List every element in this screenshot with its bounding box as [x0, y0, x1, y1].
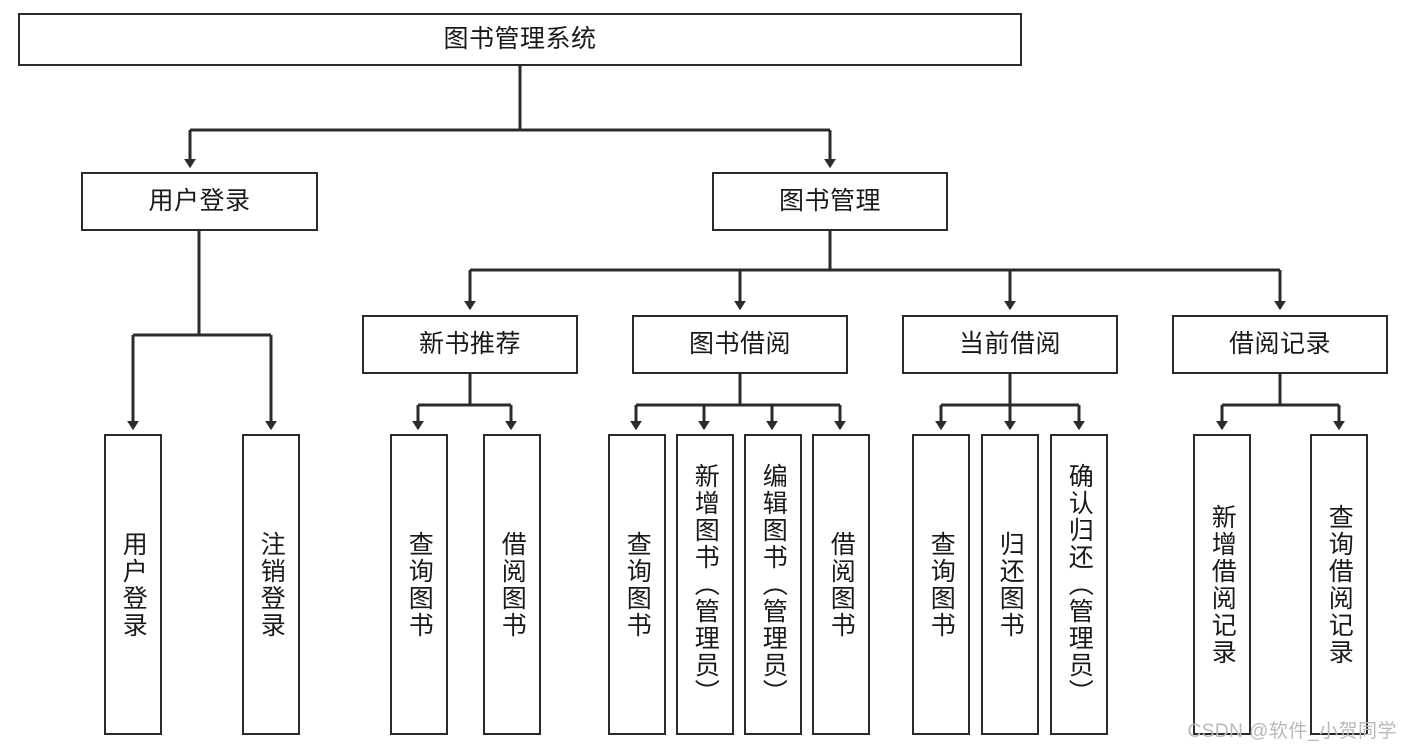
- node-label: 借阅图书: [827, 530, 856, 639]
- node-label: 借阅图书: [498, 530, 527, 639]
- node-label: 用户登录: [119, 530, 148, 639]
- node-borrow-record[interactable]: 借阅记录: [1172, 315, 1388, 374]
- node-label: 图书管理: [778, 186, 881, 215]
- leaf-current-borrow-return-book[interactable]: 归还图书: [981, 434, 1039, 735]
- node-label: 归还图书: [996, 530, 1025, 639]
- leaf-user-login-login[interactable]: 用户登录: [104, 434, 162, 735]
- leaf-borrow-record-query-record[interactable]: 查询借阅记录: [1310, 434, 1368, 735]
- leaf-user-login-logout[interactable]: 注销登录: [242, 434, 300, 735]
- node-label: 当前借阅: [958, 329, 1061, 358]
- node-new-book-recommend[interactable]: 新书推荐: [362, 315, 578, 374]
- leaf-new-book-borrow-book[interactable]: 借阅图书: [483, 434, 541, 735]
- node-user-login[interactable]: 用户登录: [81, 172, 318, 231]
- leaf-book-borrow-query-book[interactable]: 查询图书: [608, 434, 666, 735]
- leaf-new-book-query-book[interactable]: 查询图书: [390, 434, 448, 735]
- node-label: 编辑图书（管理员）: [759, 463, 788, 706]
- node-label: 查询图书: [623, 530, 652, 639]
- node-label: 用户登录: [148, 186, 251, 215]
- node-label: 图书借阅: [688, 329, 791, 358]
- node-label: 新增借阅记录: [1208, 503, 1237, 666]
- node-label: 新增图书（管理员）: [691, 463, 720, 706]
- leaf-book-borrow-borrow-book[interactable]: 借阅图书: [812, 434, 870, 735]
- node-label: 注销登录: [257, 530, 286, 639]
- node-label: 图书管理系统: [443, 24, 597, 53]
- node-current-borrow[interactable]: 当前借阅: [902, 315, 1118, 374]
- node-label: 新书推荐: [418, 329, 521, 358]
- node-book-management[interactable]: 图书管理: [712, 172, 948, 231]
- leaf-current-borrow-query-book[interactable]: 查询图书: [912, 434, 970, 735]
- leaf-book-borrow-edit-book-admin[interactable]: 编辑图书（管理员）: [744, 434, 802, 735]
- node-book-borrow[interactable]: 图书借阅: [632, 315, 848, 374]
- node-root-book-management-system[interactable]: 图书管理系统: [18, 13, 1022, 66]
- leaf-borrow-record-add-record[interactable]: 新增借阅记录: [1193, 434, 1251, 735]
- node-label: 查询图书: [405, 530, 434, 639]
- leaf-book-borrow-add-book-admin[interactable]: 新增图书（管理员）: [676, 434, 734, 735]
- node-label: 查询借阅记录: [1325, 503, 1354, 666]
- node-label: 借阅记录: [1228, 329, 1331, 358]
- node-label: 确认归还（管理员）: [1065, 463, 1094, 706]
- node-label: 查询图书: [927, 530, 956, 639]
- leaf-current-borrow-confirm-return-admin[interactable]: 确认归还（管理员）: [1050, 434, 1108, 735]
- csdn-watermark: CSDN @软件_小贺同学: [1187, 721, 1397, 742]
